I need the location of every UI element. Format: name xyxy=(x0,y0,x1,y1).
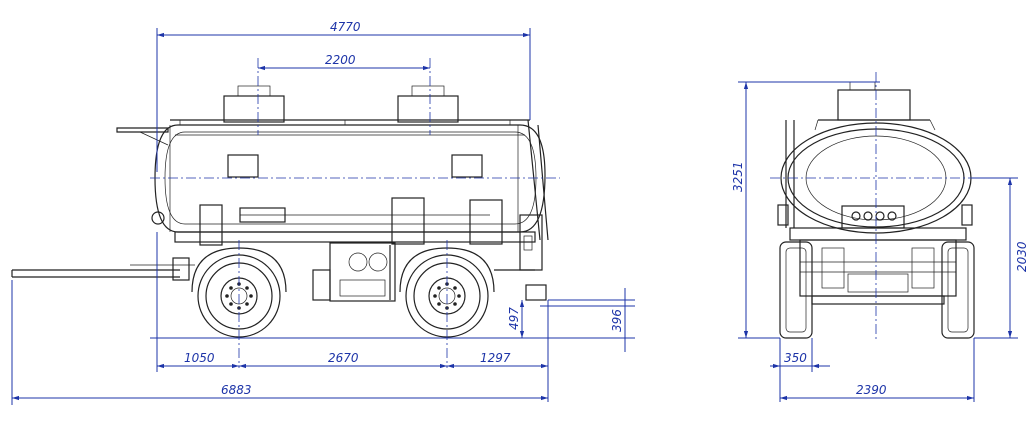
dim-rear-height-1: 497 xyxy=(507,307,521,330)
rear-view xyxy=(738,72,1018,402)
rear-view-dimensions xyxy=(738,81,1018,402)
dim-tire-width: 350 xyxy=(784,351,807,365)
dim-axle-base: 2670 xyxy=(328,351,359,365)
drawbar xyxy=(11,257,195,281)
side-view xyxy=(11,28,635,405)
dim-tank-length: 4770 xyxy=(330,20,361,34)
dim-rear-height-2: 396 xyxy=(610,309,624,332)
dim-overall-width: 2390 xyxy=(856,383,887,397)
subframe xyxy=(174,197,543,271)
dim-hatch-spacing: 2200 xyxy=(325,53,356,67)
dimension-labels: 4770 2200 1050 2670 1297 6883 497 396 32… xyxy=(184,20,1029,397)
dim-front-overhang: 1050 xyxy=(184,351,215,365)
dim-overall-height: 3251 xyxy=(731,161,745,192)
side-view-dimensions xyxy=(11,28,635,405)
dim-overall-length: 6883 xyxy=(221,383,252,397)
dim-frame-height: 2030 xyxy=(1015,241,1029,272)
tank-body xyxy=(116,85,549,241)
dim-rear-overhang: 1297 xyxy=(480,351,511,365)
pump-cabinet xyxy=(312,242,396,302)
